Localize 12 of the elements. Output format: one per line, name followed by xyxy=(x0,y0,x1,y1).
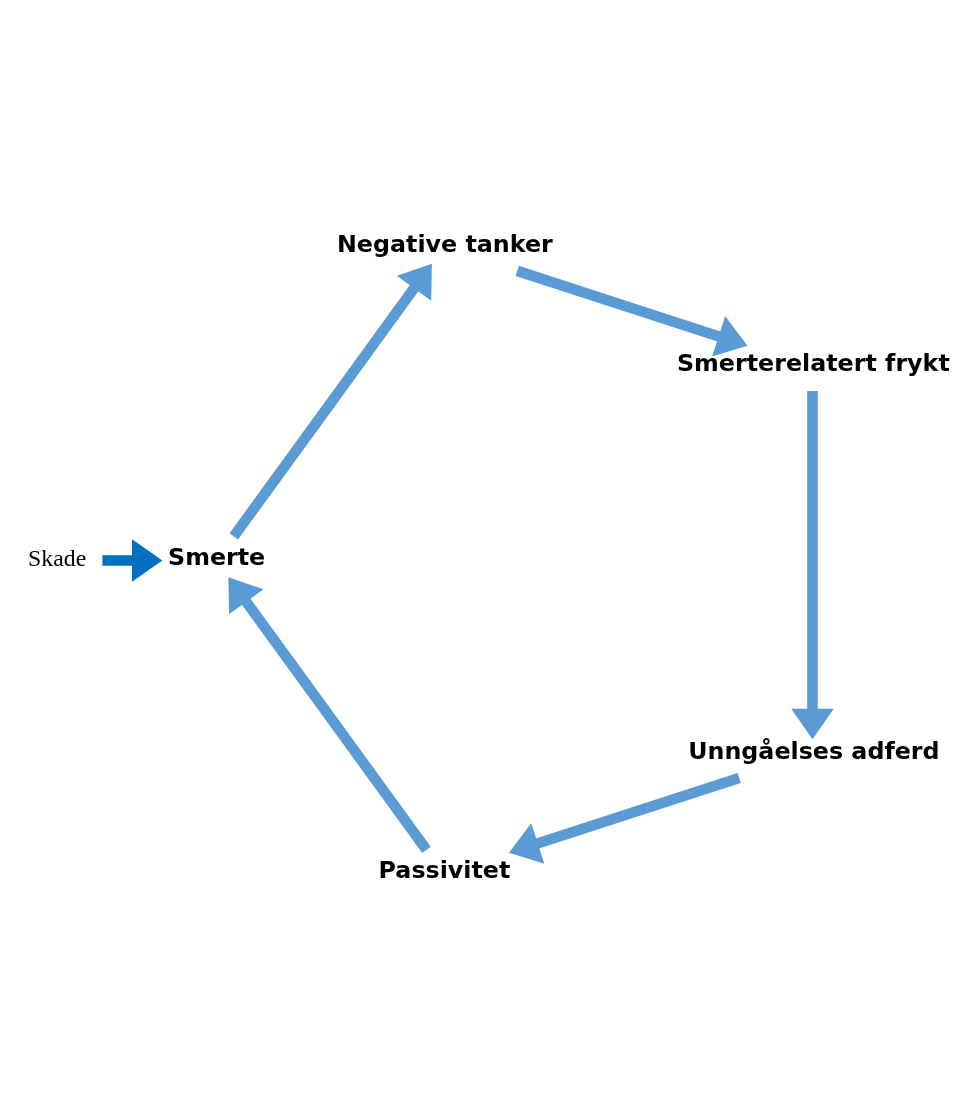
arrow xyxy=(229,263,432,540)
node-text: Smerterelatert frykt xyxy=(677,348,950,377)
arrow xyxy=(102,538,163,582)
arrow xyxy=(508,772,741,864)
node-text: Unngåelses adferd xyxy=(688,736,940,765)
arrow xyxy=(791,390,834,739)
node-text: Passivitet xyxy=(378,855,511,884)
node-text: Negative tanker xyxy=(336,229,553,258)
node-text: Skade xyxy=(28,544,87,571)
node-text: Smerte xyxy=(168,542,266,571)
arrow xyxy=(515,265,748,356)
arrow xyxy=(228,576,431,853)
